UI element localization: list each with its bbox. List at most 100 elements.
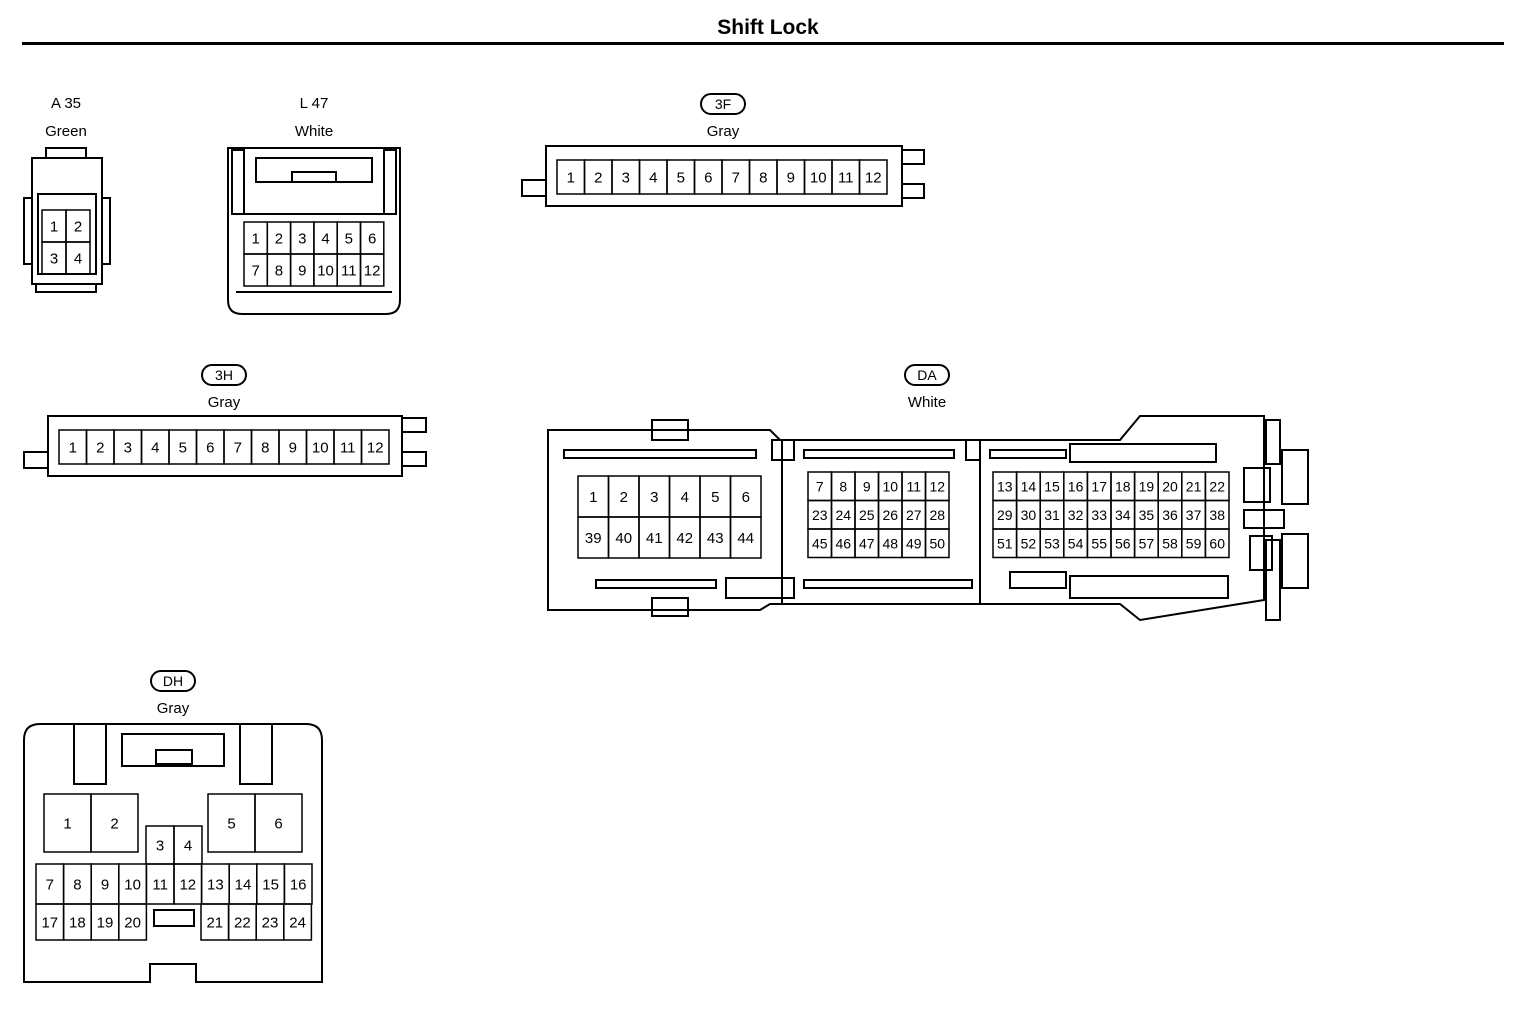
connector-da-pin-60-label: 60	[1209, 535, 1225, 551]
connector-da-pin-33: 33	[1086, 499, 1112, 530]
connector-l47-pin-6-label: 6	[368, 230, 376, 247]
connector-3h-pin-12-label: 12	[367, 439, 384, 456]
connector-da-pin-17-label: 17	[1091, 478, 1107, 494]
connector-da-pin-16-label: 16	[1068, 478, 1084, 494]
connector-3h-badge: 3H	[164, 364, 284, 386]
connector-dh-pin-2-label: 2	[110, 815, 118, 832]
connector-da-pin-40: 40	[607, 516, 640, 559]
connector-3f-code: 3F	[700, 93, 746, 115]
connector-3f-pin-6: 6	[693, 159, 723, 195]
connector-da-pin-13-label: 13	[997, 478, 1013, 494]
connector-l47-pin-5: 5	[336, 221, 362, 255]
connector-da-pin-35-label: 35	[1139, 507, 1155, 523]
connector-da-pin-12: 12	[924, 471, 950, 502]
connector-da-pin-43: 43	[699, 516, 732, 559]
connector-da-pin-41-label: 41	[646, 530, 663, 547]
connector-a35-pin-3: 3	[41, 241, 67, 275]
connector-dh-pin-12: 12	[173, 863, 203, 905]
connector-da-pin-27-label: 27	[906, 507, 922, 523]
connector-3h-pin-7: 7	[223, 429, 253, 465]
connector-da-pin-20-label: 20	[1162, 478, 1178, 494]
connector-l47-pin-7-label: 7	[251, 262, 259, 279]
connector-da-pin-45-label: 45	[812, 535, 828, 551]
connector-da-pin-11: 11	[901, 471, 927, 502]
connector-da-pin-5: 5	[699, 475, 732, 518]
connector-l47-housing	[227, 147, 401, 315]
connector-3f-pin-3-label: 3	[622, 169, 630, 186]
connector-3h-pin-5-label: 5	[179, 439, 187, 456]
connector-a35-pin-1: 1	[41, 209, 67, 243]
connector-da-pin-10: 10	[877, 471, 903, 502]
connector-dh-pin-5: 5	[207, 793, 256, 853]
connector-da-pin-54-label: 54	[1068, 535, 1084, 551]
connector-l47-pin-2-label: 2	[275, 230, 283, 247]
connector-da-pin-1: 1	[577, 475, 610, 518]
connector-dh-pin-11: 11	[145, 863, 175, 905]
connector-da-pin-52: 52	[1015, 528, 1041, 559]
connector-dh-pin-23: 23	[255, 903, 285, 941]
connector-da-pin-43-label: 43	[707, 530, 724, 547]
connector-da-pin-16: 16	[1063, 471, 1089, 502]
connector-da-pin-33-label: 33	[1091, 507, 1107, 523]
connector-3h-pin-8-label: 8	[261, 439, 269, 456]
connector-3h-pin-9-label: 9	[289, 439, 297, 456]
connector-a35-color: Green	[45, 123, 87, 140]
connector-dh-badge: DH	[113, 670, 233, 692]
connector-3f-badge: 3F	[663, 93, 783, 115]
connector-3f-pin-12-label: 12	[865, 169, 882, 186]
connector-a35-pin-1-label: 1	[50, 218, 58, 235]
connector-3h-pin-11: 11	[333, 429, 363, 465]
connector-da-pin-8: 8	[830, 471, 856, 502]
connector-da-pin-39-label: 39	[585, 530, 602, 547]
connector-da-pin-2-label: 2	[620, 489, 628, 506]
connector-3f-pin-5-label: 5	[677, 169, 685, 186]
connector-3h-pin-5: 5	[168, 429, 198, 465]
connector-3h-pin-12: 12	[360, 429, 390, 465]
connector-3h-code: 3H	[201, 364, 247, 386]
connector-3h-pin-9: 9	[278, 429, 308, 465]
connector-da-pin-58: 58	[1157, 528, 1183, 559]
connector-da-pin-22: 22	[1204, 471, 1230, 502]
connector-da-pin-32-label: 32	[1068, 507, 1084, 523]
connector-da-color: White	[907, 394, 947, 411]
connector-dh-pin-18: 18	[62, 903, 92, 941]
connector-da-pin-14: 14	[1015, 471, 1041, 502]
connector-da-pin-37-label: 37	[1186, 507, 1202, 523]
connector-da-pin-59-label: 59	[1186, 535, 1202, 551]
connector-dh-code: DH	[150, 670, 196, 692]
connector-da-pin-6-label: 6	[742, 489, 750, 506]
connector-l47-pin-9: 9	[289, 253, 315, 287]
connector-a35-housing	[23, 147, 111, 293]
title-rule	[22, 42, 1504, 45]
connector-da-pin-27: 27	[901, 499, 927, 530]
connector-3f-housing	[521, 145, 925, 207]
connector-da-housing	[547, 415, 1309, 622]
connector-l47-pin-3: 3	[289, 221, 315, 255]
connector-da-pin-7-label: 7	[816, 478, 824, 494]
connector-da-pin-55-label: 55	[1091, 535, 1107, 551]
connector-dh-pin-1: 1	[43, 793, 92, 853]
connector-dh-pin-21: 21	[200, 903, 230, 941]
connector-da-pin-34-label: 34	[1115, 507, 1131, 523]
connector-dh-color: Gray	[156, 700, 190, 717]
connector-da-pin-20: 20	[1157, 471, 1183, 502]
connector-3f-pin-9-label: 9	[787, 169, 795, 186]
connector-da-pin-55: 55	[1086, 528, 1112, 559]
connector-dh-pin-20: 20	[118, 903, 148, 941]
connector-a35-pin-4-label: 4	[74, 250, 82, 267]
connector-dh-pin-12-label: 12	[179, 876, 196, 893]
connector-da-pin-3: 3	[638, 475, 671, 518]
connector-dh-pin-6: 6	[254, 793, 303, 853]
connector-3f-pin-6-label: 6	[704, 169, 712, 186]
connector-da-pin-9-label: 9	[863, 478, 871, 494]
connector-da-pin-28-label: 28	[929, 507, 945, 523]
connector-da-pin-45: 45	[807, 528, 833, 559]
connector-dh-pin-9: 9	[90, 863, 120, 905]
connector-3h-pin-2-label: 2	[96, 439, 104, 456]
connector-da-pin-53-label: 53	[1044, 535, 1060, 551]
connector-da-pin-3-label: 3	[650, 489, 658, 506]
connector-dh-pin-19-label: 19	[97, 914, 114, 931]
connector-3f-pin-5: 5	[666, 159, 696, 195]
